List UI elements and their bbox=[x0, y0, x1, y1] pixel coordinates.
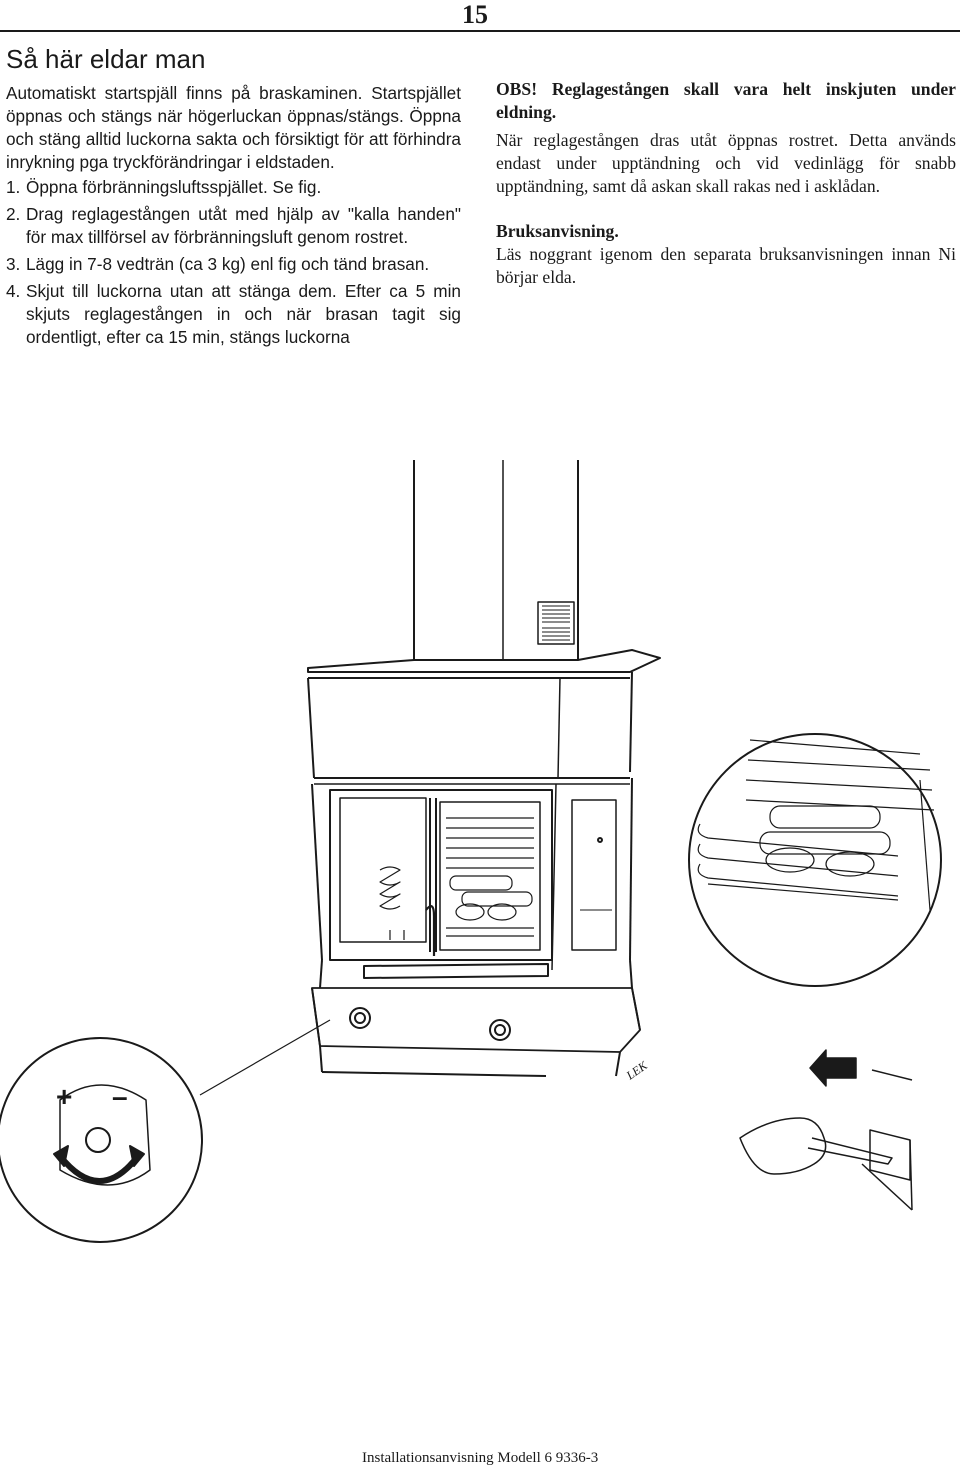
step-text: Drag reglagestången utåt med hjälp av "k… bbox=[26, 204, 461, 247]
obs-note: OBS! Reglagestången skall vara helt insk… bbox=[496, 79, 956, 122]
door-handle bbox=[425, 905, 436, 956]
stove-upper-body bbox=[307, 671, 633, 785]
stove-illustration: + – LEK bbox=[0, 460, 942, 1243]
detail-circle-dial bbox=[0, 1019, 331, 1243]
step-text: Öppna förbränningsluftsspjället. Se fig. bbox=[26, 177, 322, 197]
detail-circle-grate bbox=[688, 733, 942, 987]
stove-top bbox=[307, 649, 661, 679]
step-number: 4. bbox=[6, 281, 21, 301]
steps-list: 1.Öppna förbränningsluftsspjället. Se fi… bbox=[6, 176, 461, 349]
step-text: Lägg in 7-8 vedträn (ca 3 kg) enl fig oc… bbox=[26, 254, 430, 274]
page-number: 15 bbox=[462, 0, 488, 29]
step-number: 1. bbox=[6, 177, 21, 197]
step-item: 4.Skjut till luckorna utan att stänga de… bbox=[6, 280, 461, 349]
step-text: Skjut till luckorna utan att stänga dem.… bbox=[26, 281, 461, 347]
obs-detail: När reglagestången dras utåt öppnas rost… bbox=[496, 130, 956, 196]
chimney-flue bbox=[413, 460, 579, 660]
hand-pulling-handle bbox=[739, 1049, 913, 1211]
stove-firebox-frame bbox=[311, 777, 633, 971]
direction-arrow-icon bbox=[825, 1057, 857, 1079]
heat-coil bbox=[379, 866, 405, 940]
rotate-arrow-icon bbox=[57, 1154, 141, 1184]
logs-in-firebox bbox=[446, 875, 534, 937]
header-rule bbox=[0, 30, 960, 32]
step-number: 2. bbox=[6, 204, 21, 224]
step-item: 2.Drag reglagestången utåt med hjälp av … bbox=[6, 203, 461, 249]
step-number: 3. bbox=[6, 254, 21, 274]
dial-plus-label: + bbox=[56, 1081, 72, 1112]
usage-heading: Bruksanvisning. bbox=[496, 221, 619, 241]
page-footer: Installationsanvisning Modell 6 9336-3 bbox=[362, 1450, 599, 1466]
handle-label: LEK bbox=[623, 1058, 651, 1083]
dial-minus-label: – bbox=[112, 1081, 128, 1112]
usage-text: Läs noggrant igenom den separata bruksan… bbox=[496, 244, 956, 287]
step-item: 1.Öppna förbränningsluftsspjället. Se fi… bbox=[6, 176, 461, 199]
page-title: Så här eldar man bbox=[6, 44, 206, 74]
step-item: 3.Lägg in 7-8 vedträn (ca 3 kg) enl fig … bbox=[6, 253, 461, 276]
right-column: OBS! Reglagestången skall vara helt insk… bbox=[496, 78, 956, 289]
ash-drawer bbox=[311, 959, 641, 1077]
intro-paragraph: Automatiskt startspjäll finns på braskam… bbox=[6, 83, 461, 172]
left-column: Så här eldar man Automatiskt startspjäll… bbox=[6, 44, 461, 353]
